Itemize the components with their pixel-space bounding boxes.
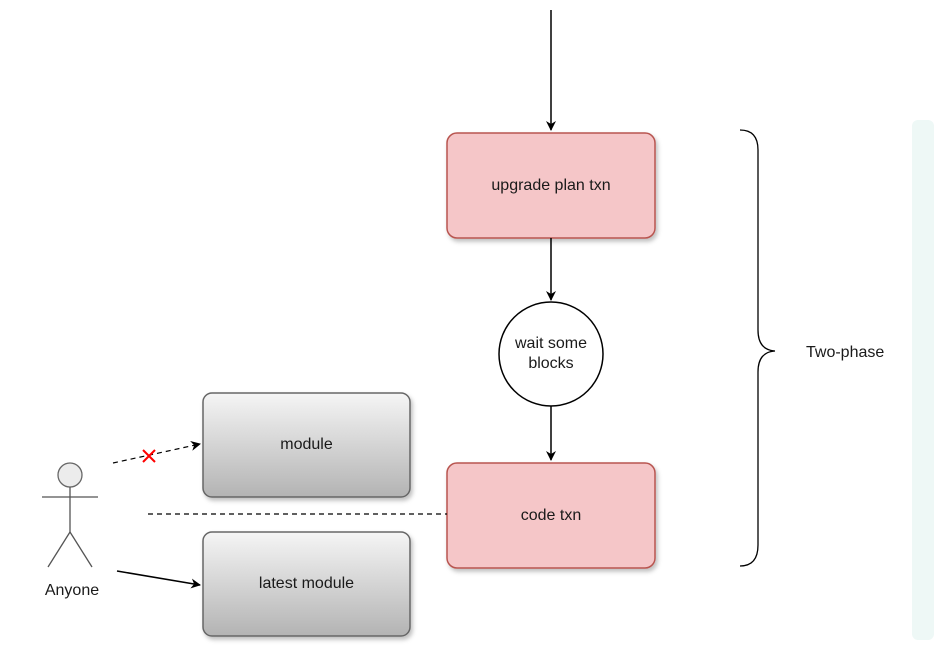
edge-actor-to-module [112,441,201,464]
module-node[interactable] [202,392,411,498]
blocked-x-marker [142,449,156,463]
stick-figure-icon[interactable] [42,462,98,568]
edge-actor-to-latest-module [116,570,201,589]
background-decoration [912,120,934,640]
right-brace-icon [739,129,776,567]
latest-module-node[interactable] [202,531,411,637]
code-txn-node[interactable] [446,462,656,569]
wait-node[interactable] [498,301,604,407]
upgrade-plan-node[interactable] [446,132,656,239]
